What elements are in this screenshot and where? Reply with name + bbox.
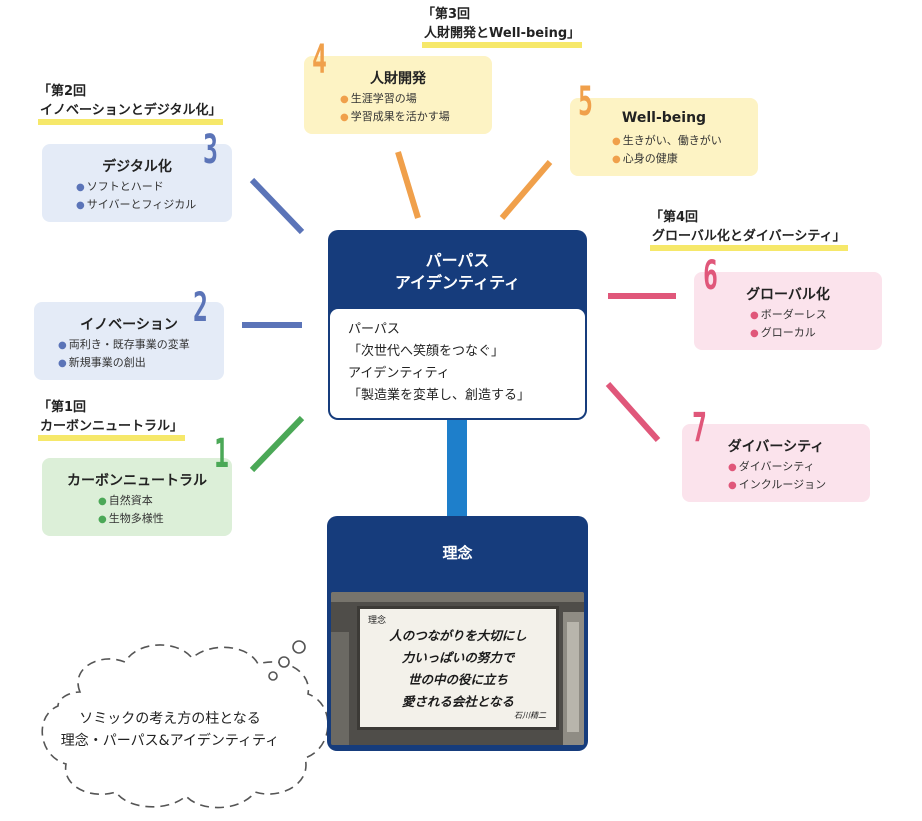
pillar-6-item: ボーダーレス (750, 306, 827, 324)
philosophy-photo: 理念 人のつながりを大切にし 力いっぱいの努力で 世の中の役に立ち 愛される会社… (331, 592, 584, 745)
pillar-2-box: イノベーション 両利き・既存事業の変革 新規事業の創出 (34, 302, 224, 380)
purpose-identity-box: パーパス アイデンティティ パーパス 「次世代へ笑顔をつなぐ」 アイデンティティ… (328, 230, 587, 420)
pillar-1-list: 自然資本 生物多様性 (98, 492, 164, 528)
pillar-5-box: Well-being 生きがい、働きがい 心身の健康 (570, 98, 758, 176)
thought-cloud (41, 644, 329, 809)
pillar-1-item: 生物多様性 (98, 510, 164, 528)
pillar-3-list: ソフトとハード サイバーとフィジカル (76, 178, 197, 214)
philosophy-title: 理念 (442, 544, 473, 562)
thought-text: ソミックの考え方の柱となる 理念・パーパス&アイデンティティ (0, 708, 340, 752)
pillar-4-item: 生涯学習の場 (340, 90, 450, 108)
board-line: 世の中の役に立ち (407, 672, 508, 687)
pillar-7-item: インクルージョン (728, 476, 826, 494)
pillar-3-box: デジタル化 ソフトとハード サイバーとフィジカル (42, 144, 232, 222)
pillar-2-item: 両利き・既存事業の変革 (58, 336, 190, 354)
pillar-1-number: 1 (214, 431, 229, 477)
thought-line-2: 理念・パーパス&アイデンティティ (60, 733, 280, 749)
pillar-6-item: グローカル (750, 324, 827, 342)
pillar-7-list: ダイバーシティ インクルージョン (728, 458, 826, 494)
pillar-5-item: 生きがい、働きがい (612, 132, 722, 150)
philosophy-box: 理念 理念 人のつながりを大切にし 力いっぱいの努力で 世の中の役に立ち 愛され… (327, 516, 588, 751)
line-pillar-4 (395, 151, 421, 219)
session-1-theme: カーボンニュートラル」 (38, 418, 186, 441)
pillar-7-number: 7 (692, 405, 707, 451)
pillar-6-title: グローバル化 (746, 287, 830, 303)
line-pillar-5 (499, 160, 553, 220)
pillar-6-number: 6 (703, 253, 718, 299)
pillar-1-item: 自然資本 (98, 492, 164, 510)
purpose-statement: 「次世代へ笑顔をつなぐ」 (348, 344, 505, 359)
session-2-theme: イノベーションとデジタル化」 (38, 102, 224, 125)
board-line: 人のつながりを大切にし (389, 628, 527, 643)
pillar-6-box: グローバル化 ボーダーレス グローカル (694, 272, 882, 350)
pillar-4-box: 人財開発 生涯学習の場 学習成果を活かす場 (304, 56, 492, 134)
pillar-4-list: 生涯学習の場 学習成果を活かす場 (340, 90, 450, 126)
session-1-number: 「第1回 (38, 400, 87, 415)
identity-label: アイデンティティ (348, 366, 450, 381)
pillar-2-list: 両利き・既存事業の変革 新規事業の創出 (58, 336, 190, 372)
session-4-theme: グローバル化とダイバーシティ」 (650, 228, 848, 251)
pillar-3-number: 3 (203, 127, 218, 173)
session-4-number: 「第4回 (650, 210, 699, 225)
purpose-title-line: パーパス (425, 251, 490, 270)
pillar-1-title: カーボンニュートラル (67, 473, 207, 489)
identity-title-line: アイデンティティ (394, 273, 521, 292)
line-pillar-7 (605, 382, 661, 442)
pillar-4-item: 学習成果を活かす場 (340, 108, 450, 126)
identity-statement: 「製造業を変革し、創造する」 (348, 388, 531, 403)
thought-line-1: ソミックの考え方の柱となる (79, 711, 261, 727)
pillar-3-item: サイバーとフィジカル (76, 196, 197, 214)
pillar-7-box: ダイバーシティ ダイバーシティ インクルージョン (682, 424, 870, 502)
pillar-5-title: Well-being (621, 110, 707, 126)
session-4-label: 「第4回 グローバル化とダイバーシティ」 (650, 208, 848, 251)
board-heading: 理念 (368, 616, 387, 626)
line-pillar-3 (249, 177, 305, 235)
line-pillar-1 (249, 415, 305, 473)
purpose-identity-title: パーパス アイデンティティ (328, 250, 587, 294)
session-3-number: 「第3回 (422, 7, 471, 22)
purpose-identity-body: パーパス 「次世代へ笑顔をつなぐ」 アイデンティティ 「製造業を変革し、創造する… (330, 309, 585, 418)
pillar-1-box: カーボンニュートラル 自然資本 生物多様性 (42, 458, 232, 536)
thought-bubble-small (292, 640, 306, 654)
pillar-3-item: ソフトとハード (76, 178, 196, 196)
board-line: 愛される会社となる (401, 694, 515, 709)
thought-bubble-tiny (268, 671, 278, 681)
pillar-4-number: 4 (312, 37, 327, 83)
board-line: 力いっぱいの努力で (401, 650, 515, 665)
pillar-7-item: ダイバーシティ (728, 458, 826, 476)
pillar-2-number: 2 (193, 285, 208, 331)
thought-bubble-medium (278, 656, 290, 668)
session-3-label: 「第3回 人財開発とWell-being」 (422, 5, 583, 48)
session-1-label: 「第1回 カーボンニュートラル」 (38, 398, 186, 441)
pillar-2-title: イノベーション (80, 317, 178, 333)
session-2-label: 「第2回 イノベーションとデジタル化」 (38, 82, 224, 125)
pillar-5-list: 生きがい、働きがい 心身の健康 (612, 132, 722, 168)
pillar-2-item: 新規事業の創出 (58, 354, 190, 372)
pillar-7-title: ダイバーシティ (727, 439, 825, 455)
pillar-5-number: 5 (578, 79, 593, 125)
center-to-philosophy-connector (447, 420, 467, 518)
board-signature: 石川精二 (514, 711, 546, 720)
pillar-4-title: 人財開発 (370, 71, 426, 87)
pillar-6-list: ボーダーレス グローカル (750, 306, 827, 342)
pillar-5-item: 心身の健康 (612, 150, 722, 168)
session-3-theme: 人財開発とWell-being」 (422, 25, 583, 48)
purpose-label: パーパス (348, 322, 400, 337)
pillar-3-title: デジタル化 (102, 159, 172, 175)
philosophy-board: 理念 人のつながりを大切にし 力いっぱいの努力で 世の中の役に立ち 愛される会社… (357, 606, 559, 730)
session-2-number: 「第2回 (38, 84, 87, 99)
